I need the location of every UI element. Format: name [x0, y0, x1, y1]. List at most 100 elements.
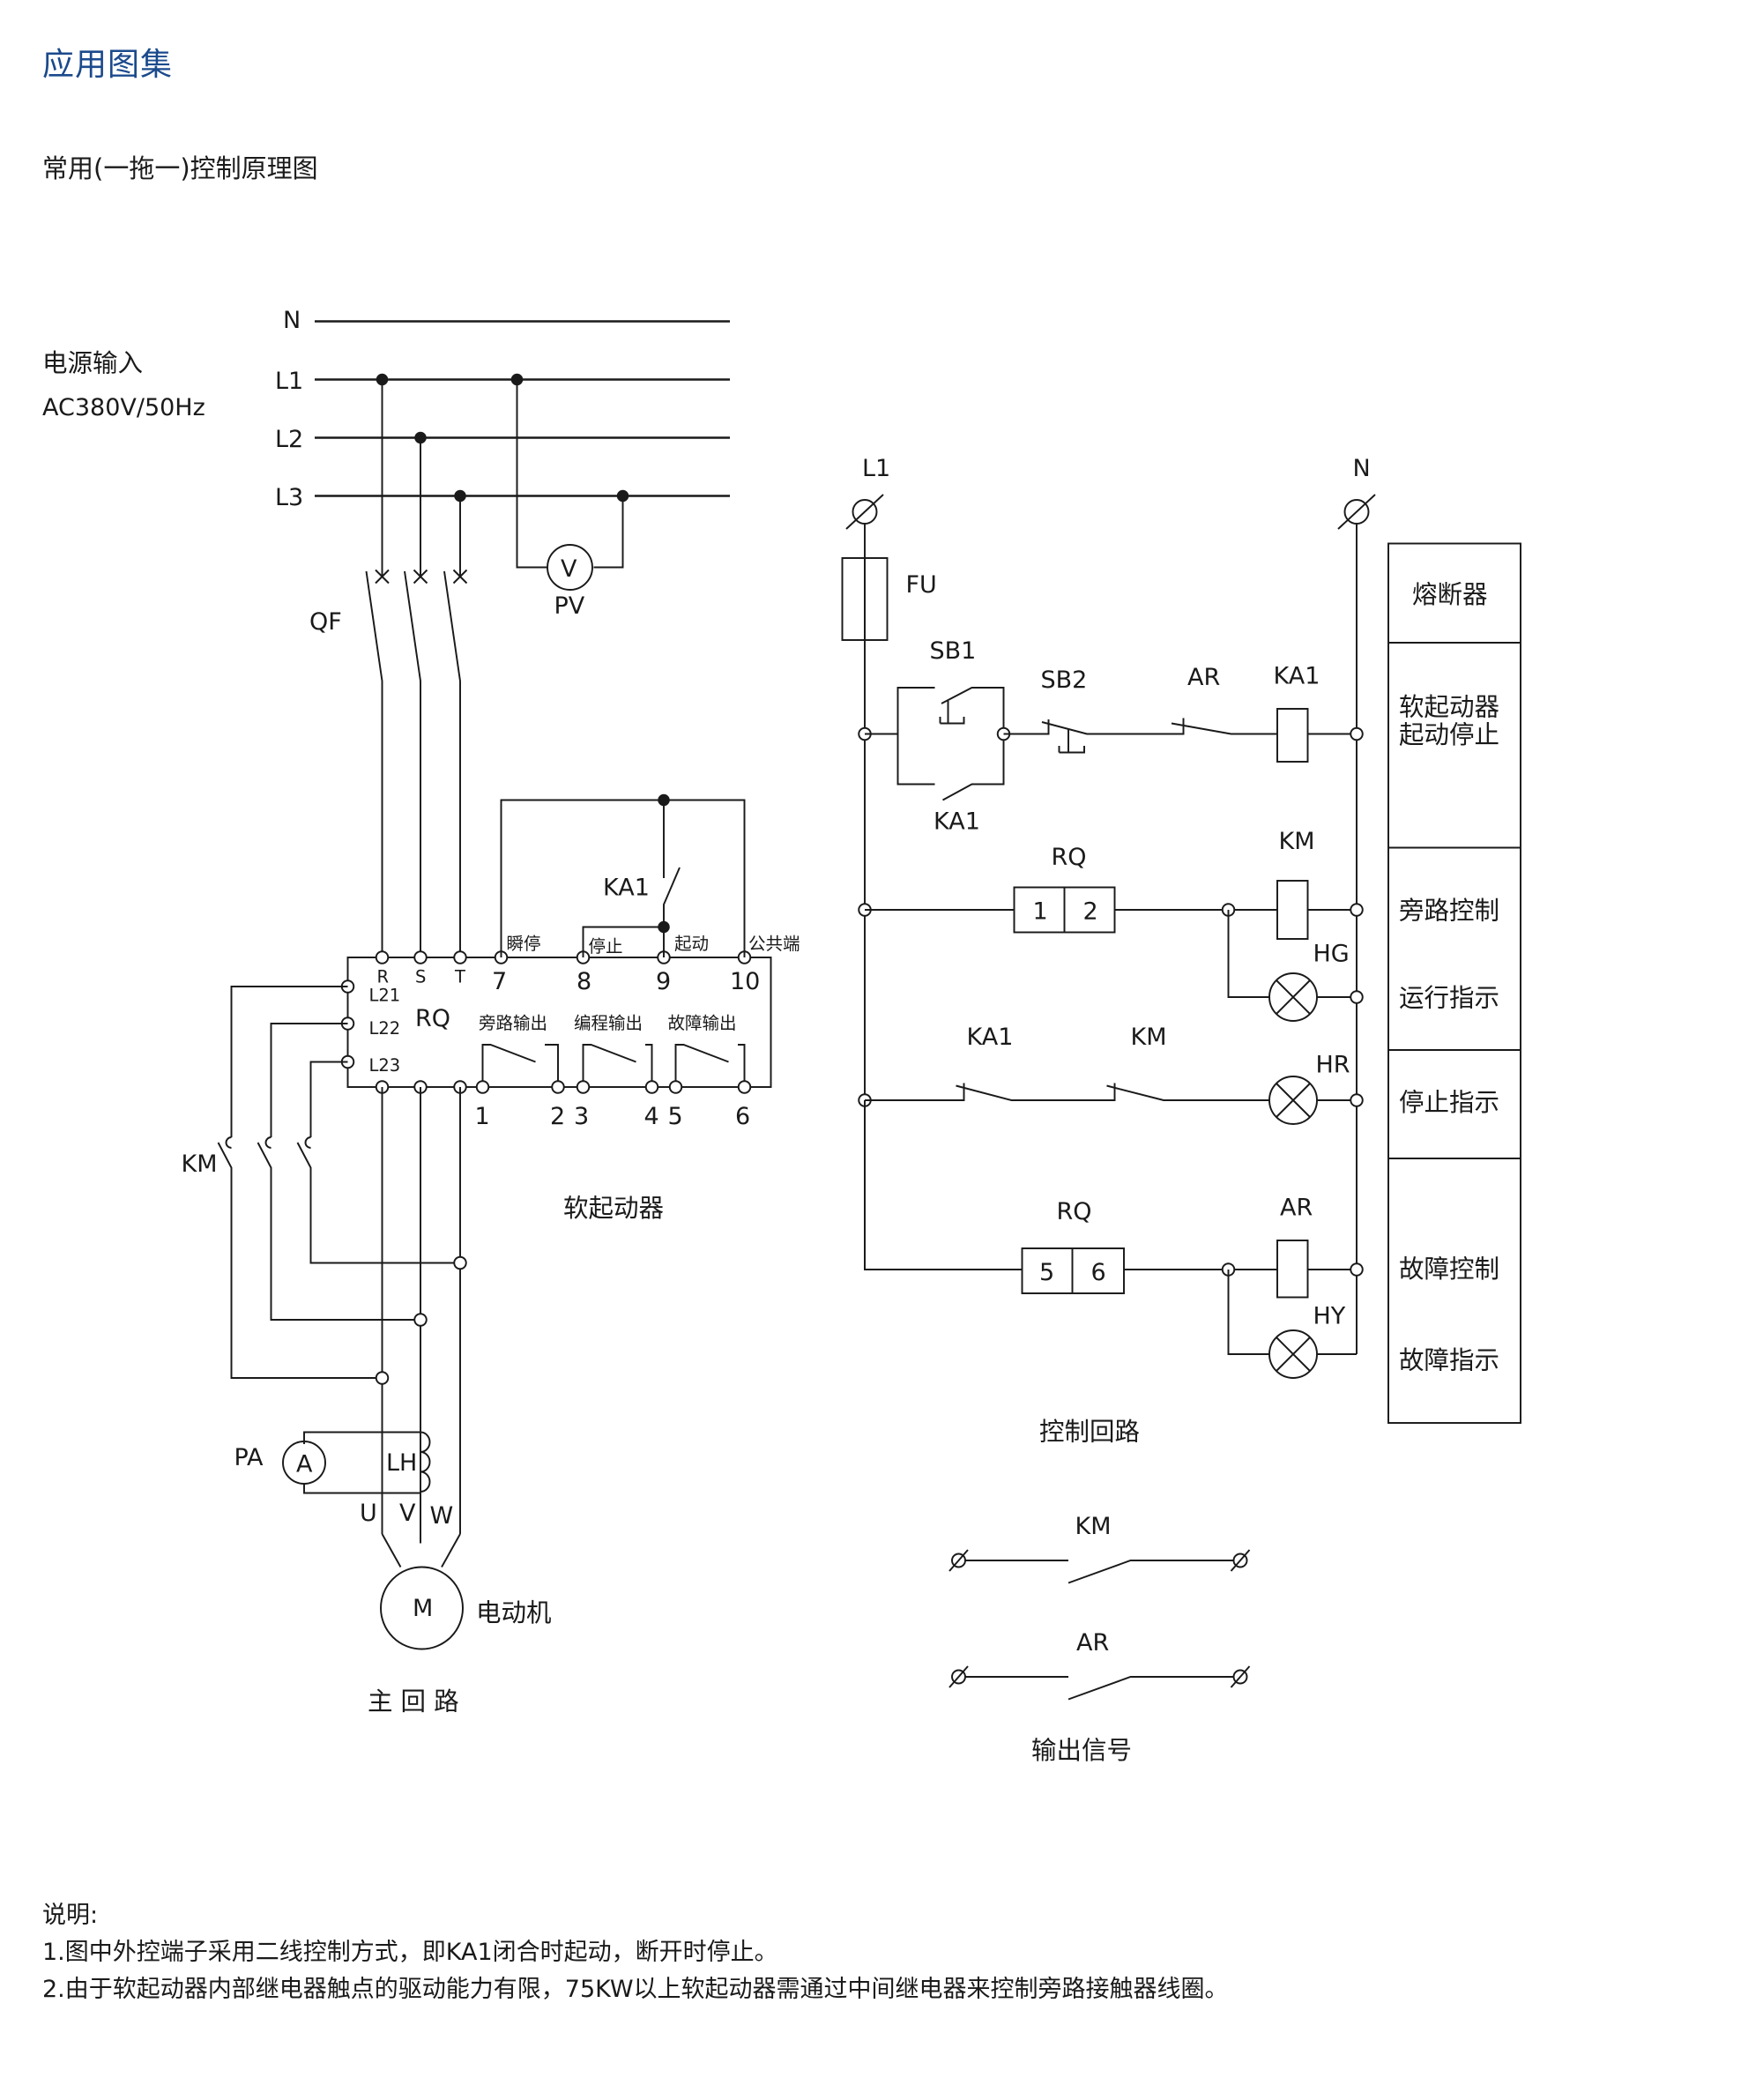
- ar-coil-icon: [1276, 1240, 1309, 1299]
- km-coil-icon: [1276, 880, 1309, 940]
- hy-lamp-label: HY: [1313, 1303, 1346, 1330]
- terminal-icon: [1230, 1549, 1251, 1572]
- voltmeter-icon: [547, 544, 593, 591]
- soft-starter-caption: 软起动器: [563, 1194, 664, 1223]
- terminal-6: 6: [735, 1103, 750, 1130]
- bus-label-l2: L2: [275, 426, 303, 453]
- legend-fuse: 熔断器: [1412, 580, 1488, 609]
- terminal-s: S: [415, 967, 426, 987]
- relay-output-bypass-label: 旁路输出: [479, 1013, 547, 1033]
- control-supply-n: N: [1353, 455, 1371, 482]
- breaker-trip-marks: [375, 569, 468, 585]
- motor-symbol: M: [413, 1595, 433, 1622]
- relay-output-program-label: 编程输出: [574, 1013, 643, 1033]
- terminal-7: 7: [492, 968, 507, 995]
- rq-pin-5: 5: [1039, 1259, 1054, 1286]
- relay-contact-icon: [481, 1044, 559, 1087]
- note-item: 2.由于软起动器内部继电器触点的驱动能力有限，75KW以上软起动器需通过中间继电…: [42, 1976, 1229, 2003]
- fuse-label: FU: [906, 571, 937, 599]
- power-input-label: 电源输入: [42, 349, 143, 378]
- km-coil-label: KM: [1279, 828, 1315, 855]
- terminal-icon: [1337, 494, 1376, 530]
- rq-pin-2: 2: [1083, 898, 1098, 926]
- ka1-hold-contact-icon: [896, 734, 1005, 801]
- legend-fault-control: 故障控制: [1399, 1255, 1499, 1284]
- terminal-l23: L23: [369, 1055, 401, 1076]
- terminal-l21: L21: [369, 986, 401, 1006]
- rq-pin-1: 1: [1033, 898, 1048, 926]
- output-signals-caption: 输出信号: [1031, 1736, 1132, 1765]
- breaker-label: QF: [309, 608, 342, 636]
- output-signals: KM AR 输出信号: [948, 1513, 1251, 1765]
- hg-lamp-label: HG: [1313, 941, 1350, 968]
- note-item: 1.图中外控端子采用二线控制方式，即KA1闭合时起动，断开时停止。: [42, 1939, 778, 1966]
- relay-output-fault-label: 故障输出: [668, 1013, 737, 1033]
- sb2-button-icon: [1058, 728, 1085, 754]
- terminal-icon: [948, 1549, 969, 1572]
- power-input: 电源输入 AC380V/50Hz N L1 L2 L3 V PV: [42, 307, 731, 620]
- sb1-label: SB1: [930, 637, 977, 665]
- phase-u: U: [360, 1500, 377, 1527]
- current-transformer-label: LH: [386, 1449, 417, 1477]
- km-bypass-contacts-icon: [217, 1136, 461, 1379]
- bus-label-n: N: [283, 307, 301, 334]
- output-ar-contact-icon: [965, 1676, 1234, 1701]
- terminal-r: R: [377, 967, 390, 987]
- relay-contact-icon: [582, 1044, 653, 1087]
- ka1-stop-label: KA1: [967, 1024, 1014, 1051]
- current-transformer-icon: [420, 1431, 431, 1493]
- ka1-hold-label: KA1: [934, 808, 980, 836]
- output-km-contact-icon: [965, 1560, 1234, 1584]
- phase-v: V: [399, 1500, 416, 1527]
- terminal-1: 1: [475, 1103, 490, 1130]
- legend-fault-indicate: 故障指示: [1399, 1346, 1499, 1375]
- ka1-contact-label: KA1: [603, 875, 650, 902]
- terminal-7-function: 瞬停: [507, 934, 541, 954]
- phase-w: W: [430, 1502, 454, 1530]
- function-legend: 熔断器 软起动器 起动停止 旁路控制 运行指示 停止指示 故障控制 故障指示: [1387, 542, 1521, 1424]
- legend-stop: 停止指示: [1399, 1088, 1499, 1117]
- terminal-8: 8: [577, 968, 591, 995]
- ka1-coil-icon: [1276, 708, 1309, 763]
- motor-label: 电动机: [476, 1598, 552, 1627]
- ka1-contact-icon: [663, 867, 681, 957]
- bus-label-l1: L1: [275, 368, 303, 395]
- main-circuit-caption: 主 回 路: [368, 1687, 459, 1716]
- terminal-icon: [948, 1665, 969, 1688]
- ammeter-icon: [282, 1441, 326, 1485]
- terminal-10: 10: [730, 968, 760, 995]
- terminal-8-function: 停止: [589, 936, 623, 957]
- sb1-button-icon: [939, 701, 965, 725]
- terminal-l22: L22: [369, 1018, 401, 1039]
- control-supply-l1: L1: [862, 455, 890, 482]
- terminal-icon: [845, 494, 884, 530]
- km-bypass-label: KM: [182, 1151, 218, 1178]
- page-title: 应用图集: [42, 47, 174, 83]
- soft-starter-rq: R S T 7 8 9 10 瞬停 停止 起动 公共端 KA1 L21 L22 …: [340, 793, 800, 1223]
- terminal-9: 9: [656, 968, 671, 995]
- legend-bypass: 旁路控制: [1399, 897, 1499, 926]
- terminal-4: 4: [644, 1103, 659, 1130]
- output-km-label: KM: [1075, 1513, 1112, 1540]
- rq-12-label: RQ: [1052, 844, 1087, 871]
- sb2-label: SB2: [1041, 666, 1088, 694]
- ammeter-symbol: A: [296, 1451, 313, 1478]
- ar-contact-label: AR: [1187, 664, 1220, 691]
- relay-contact-icon: [674, 1044, 746, 1087]
- terminal-5: 5: [668, 1103, 683, 1130]
- control-circuit-caption: 控制回路: [1039, 1418, 1140, 1447]
- terminal-3: 3: [574, 1103, 589, 1130]
- motor-icon: [380, 1566, 464, 1650]
- legend-start-stop-2: 起动停止: [1399, 720, 1499, 749]
- rq-56-label: RQ: [1057, 1198, 1092, 1225]
- terminal-10-function: 公共端: [748, 934, 800, 954]
- breaker-qf: QF: [309, 570, 461, 957]
- ar-coil-label: AR: [1280, 1195, 1313, 1222]
- legend-run: 运行指示: [1399, 984, 1499, 1013]
- notes: 说明: 1.图中外控端子采用二线控制方式，即KA1闭合时起动，断开时停止。 2.…: [42, 1897, 1229, 2008]
- voltmeter-label: PV: [554, 592, 585, 620]
- output-ar-label: AR: [1076, 1629, 1109, 1657]
- terminal-9-function: 起动: [674, 934, 709, 954]
- hr-lamp-label: HR: [1316, 1052, 1350, 1079]
